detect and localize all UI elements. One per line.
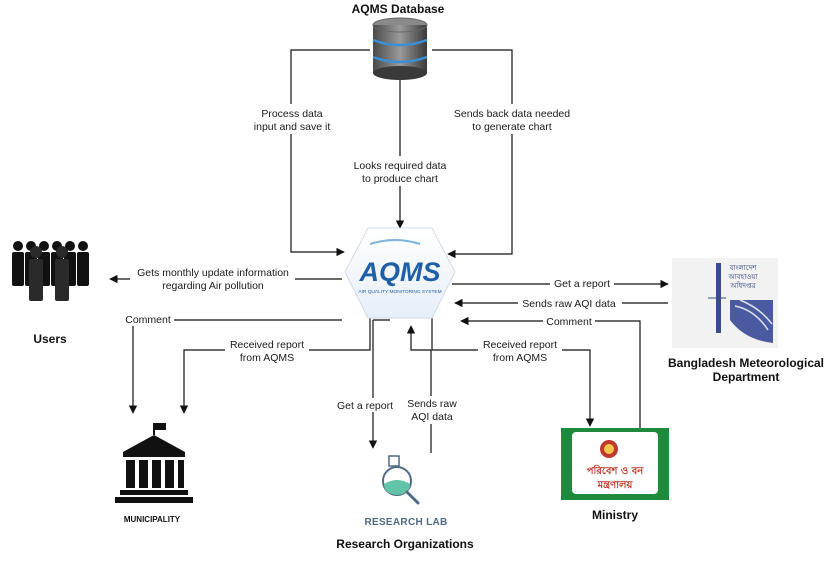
edge-sends-back-data	[432, 49, 513, 259]
label-sends-back-2: to generate chart	[472, 121, 551, 133]
research-title: Research Organizations	[336, 537, 474, 551]
users-title: Users	[33, 332, 67, 346]
aqms-logo-tagline: AIR QUALITY MONITORING SYSTEM	[358, 289, 441, 295]
municipality-icon	[115, 423, 193, 503]
aqms-logo: AQMS AIR QUALITY MONITORING SYSTEM	[344, 227, 456, 319]
label-sends-raw-research-1: Sends raw	[407, 398, 457, 410]
edge-process-data	[290, 49, 370, 257]
bmd-logo-text-3: অধিদপ্তর	[729, 282, 755, 290]
label-sends-raw-bmd: Sends raw AQI data	[522, 298, 616, 310]
ministry-logo: পরিবেশ ও বন মন্ত্রণালয়	[561, 428, 669, 500]
label-process-1: Process data	[261, 108, 322, 120]
ministry-logo-text-1: পরিবেশ ও বন	[587, 464, 645, 477]
label-looks-1: Looks required data	[354, 160, 447, 172]
label-comment-left: Comment	[125, 314, 171, 326]
label-get-report-research: Get a report	[337, 400, 393, 412]
edge-comment-left	[128, 319, 342, 414]
aqms-logo-text: AQMS	[359, 257, 441, 287]
ministry-title: Ministry	[592, 508, 638, 522]
bmd-title-line2: Department	[713, 370, 780, 384]
label-received-left-2: from AQMS	[240, 352, 294, 364]
label-received-right-1: Received report	[483, 339, 557, 351]
label-sends-raw-research-2: AQI data	[411, 411, 453, 423]
label-looks-2: to produce chart	[362, 173, 438, 185]
label-users-info-1: Gets monthly update information	[137, 267, 289, 279]
research-lab-logo-text: RESEARCH LAB	[364, 517, 447, 528]
ministry-logo-text-2: মন্ত্রণালয়	[597, 480, 634, 491]
label-get-report-bmd: Get a report	[554, 278, 610, 290]
bmd-title-line1: Bangladesh Meteorological	[668, 356, 824, 370]
database-title: AQMS Database	[352, 2, 445, 16]
database-icon	[372, 17, 428, 80]
label-process-2: input and save it	[254, 121, 331, 133]
bmd-logo: বাংলাদেশ আবহাওয়া অধিদপ্তর	[672, 258, 778, 348]
edge-comment-right	[460, 316, 641, 428]
label-sends-back-1: Sends back data needed	[454, 108, 570, 120]
research-lab-icon	[382, 455, 420, 505]
bmd-logo-text-1: বাংলাদেশ	[729, 264, 758, 272]
bmd-logo-text-2: আবহাওয়া	[727, 273, 758, 281]
label-received-left-1: Received report	[230, 339, 304, 351]
label-received-right-2: from AQMS	[493, 352, 547, 364]
label-users-info-2: regarding Air pollution	[162, 280, 264, 292]
label-comment-right: Comment	[546, 316, 592, 328]
municipality-title: MUNICIPALITY	[124, 515, 181, 524]
users-icon	[12, 241, 89, 301]
edge-sends-raw-research-top	[406, 325, 431, 351]
